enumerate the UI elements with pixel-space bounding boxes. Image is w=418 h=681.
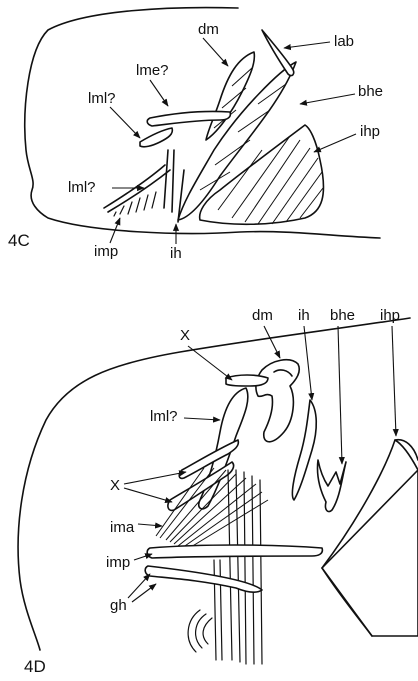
label-bhe-4c: bhe [358, 83, 383, 100]
label-lml-upper-4c: lml? [88, 90, 116, 107]
lml-upper-structure-4c [140, 128, 172, 147]
label-x-mid-4d: X [110, 477, 120, 494]
label-ih-4c: ih [170, 245, 182, 262]
label-ima-4d: ima [110, 519, 135, 536]
label-dm-4c: dm [198, 21, 219, 38]
dm-structure-4d [256, 360, 299, 442]
panel-4c: dm lab lme? lml? bhe ihp lml? imp ih 4C [8, 8, 383, 262]
panel-label-4d: 4D [24, 657, 46, 676]
bhe-structure-4d [317, 460, 346, 512]
label-dm-4d: dm [252, 307, 273, 324]
label-lml-lower-4c: lml? [68, 179, 96, 196]
panel-4d: X dm ih bhe ihp lml? X ima imp gh 4D [18, 307, 418, 676]
label-x-top-4d: X [180, 327, 190, 344]
label-lme-4c: lme? [136, 62, 169, 79]
lab-structure-4c [262, 30, 294, 76]
ihp-structure-4d [322, 440, 418, 636]
curved-lines-4d [188, 610, 212, 652]
label-ihp-4c: ihp [360, 123, 380, 140]
label-bhe-4d: bhe [330, 307, 355, 324]
label-ihp-4d: ihp [380, 307, 400, 324]
label-ih-4d: ih [298, 307, 310, 324]
label-gh-4d: gh [110, 597, 127, 614]
x-top-structure-4d [226, 375, 268, 386]
panel-label-4c: 4C [8, 231, 30, 250]
ih-structure-4d [292, 400, 316, 500]
imp-structure-4d [147, 545, 322, 558]
label-imp-4c: imp [94, 243, 118, 260]
label-lab-4c: lab [334, 33, 354, 50]
muscle-lines-4d [214, 470, 262, 664]
label-lml-4d: lml? [150, 408, 178, 425]
label-imp-4d: imp [106, 554, 130, 571]
